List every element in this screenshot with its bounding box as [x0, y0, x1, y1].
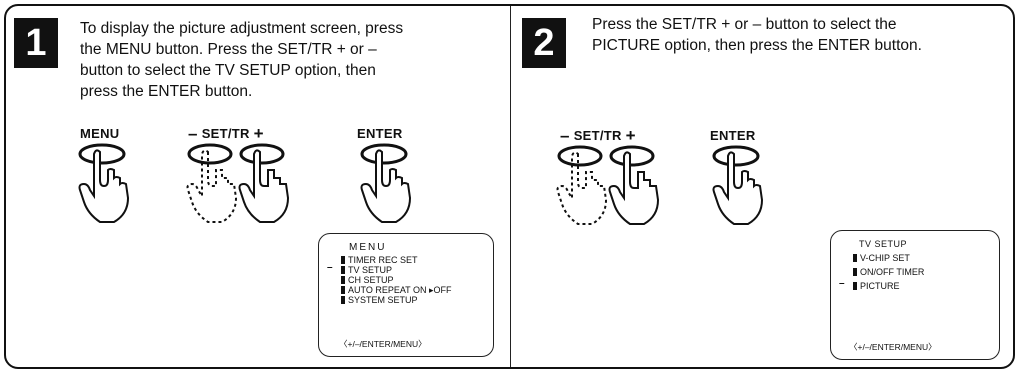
step-1-text-line: button to select the TV SETUP option, th… [80, 60, 500, 81]
enter-button-label: ENTER [710, 128, 756, 143]
set-tr-button-press-illustration [180, 138, 300, 233]
menu-marker [853, 268, 857, 276]
menu-item-v-chip-set: V-CHIP SET [853, 253, 910, 263]
menu-item-label: ON/OFF TIMER [860, 267, 924, 277]
menu-item-on-off-timer: ON/OFF TIMER [853, 267, 924, 277]
selection-cursor: – [327, 262, 333, 273]
menu-item-label: CH SETUP [348, 275, 394, 285]
menu-item-system-setup: SYSTEM SETUP [341, 295, 418, 305]
menu-item-label: V-CHIP SET [860, 253, 910, 263]
menu-screen-footer: 〈+/–/ENTER/MENU〉 [339, 338, 427, 350]
menu-marker [341, 276, 345, 284]
menu-marker [853, 282, 857, 290]
enter-button-press-illustration [704, 142, 774, 232]
menu-screen-title: MENU [349, 242, 386, 253]
step-2-number: 2 [522, 18, 566, 68]
step-2-text-line: Press the SET/TR + or – button to select… [592, 14, 1012, 35]
menu-item-tv-setup: TV SETUP [341, 265, 392, 275]
tv-setup-screen-title: TV SETUP [859, 239, 907, 249]
menu-marker [341, 286, 345, 294]
step-1-text-line: To display the picture adjustment screen… [80, 18, 500, 39]
step-2-instructions: Press the SET/TR + or – button to select… [592, 14, 1012, 56]
step-2-text-line: PICTURE option, then press the ENTER but… [592, 35, 1012, 56]
tv-setup-screen-footer: 〈+/–/ENTER/MENU〉 [849, 341, 937, 353]
step-1-number: 1 [14, 18, 58, 68]
menu-item-label: AUTO REPEAT ON ▸OFF [348, 285, 452, 295]
menu-item-label: TV SETUP [348, 265, 392, 275]
step-1-text-line: the MENU button. Press the SET/TR + or – [80, 39, 500, 60]
menu-marker [341, 296, 345, 304]
menu-screen-display: MENU – TIMER REC SET TV SETUP CH SETUP A… [318, 233, 494, 357]
tv-setup-screen-display: TV SETUP – V-CHIP SET ON/OFF TIMER PICTU… [830, 230, 1000, 360]
menu-item-label: SYSTEM SETUP [348, 295, 418, 305]
menu-marker [341, 266, 345, 274]
step-1-instructions: To display the picture adjustment screen… [80, 18, 500, 102]
menu-item-auto-repeat: AUTO REPEAT ON ▸OFF [341, 285, 452, 295]
selection-cursor: – [839, 278, 845, 289]
enter-button-label: ENTER [357, 126, 403, 141]
menu-item-label: TIMER REC SET [348, 255, 418, 265]
step-divider [510, 6, 511, 367]
menu-item-timer-rec-set: TIMER REC SET [341, 255, 418, 265]
menu-item-ch-setup: CH SETUP [341, 275, 394, 285]
set-tr-button-press-illustration [550, 140, 670, 235]
step-1-text-line: press the ENTER button. [80, 81, 500, 102]
menu-marker [853, 254, 857, 262]
menu-button-label: MENU [80, 126, 119, 141]
enter-button-press-illustration [352, 140, 422, 230]
menu-item-picture: PICTURE [853, 281, 900, 291]
menu-marker [341, 256, 345, 264]
menu-item-label: PICTURE [860, 281, 900, 291]
menu-button-press-illustration [70, 140, 140, 230]
